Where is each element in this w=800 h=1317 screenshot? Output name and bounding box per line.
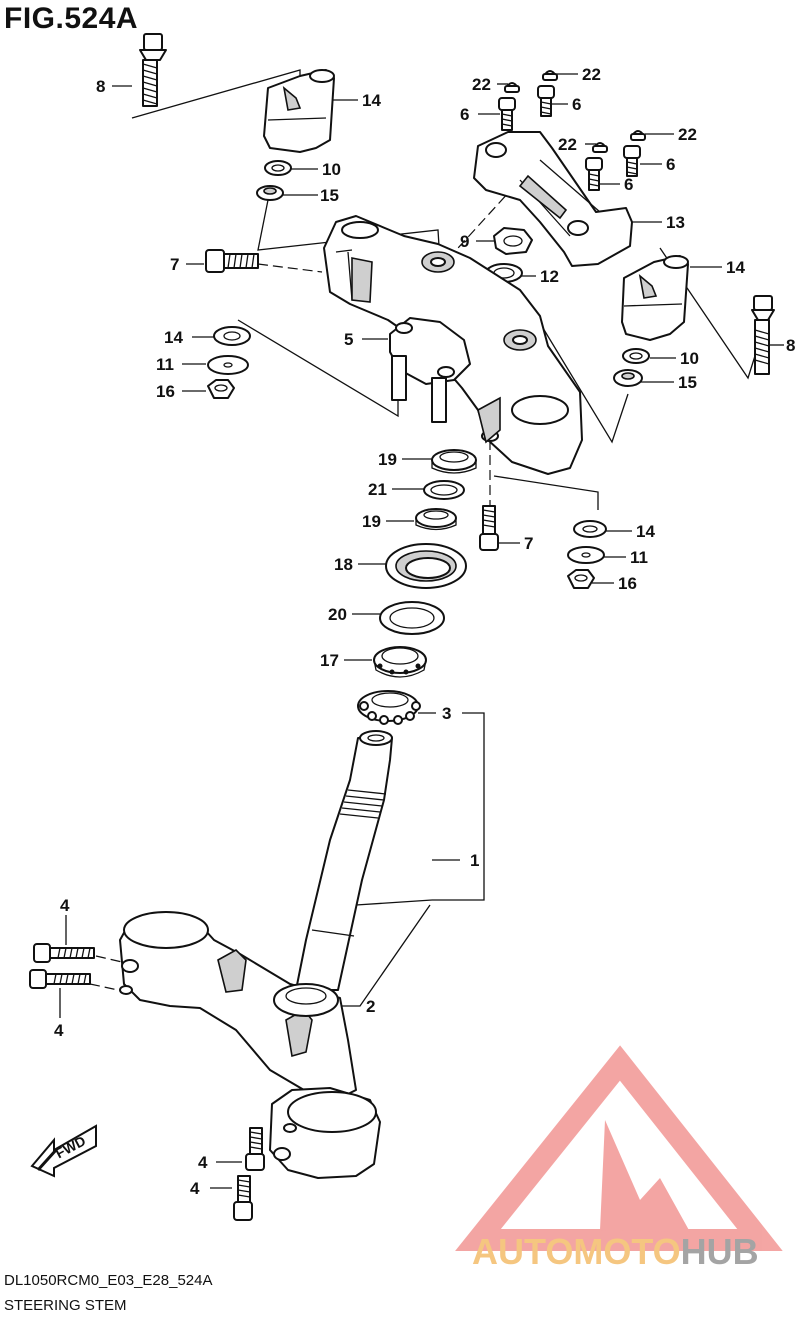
callout-15: 15 [320, 186, 339, 205]
part-4-bolt-c [245, 1127, 265, 1171]
svg-text:AUTOMOTOHUB: AUTOMOTOHUB [472, 1231, 759, 1272]
part-8-bolt-upper-left [139, 33, 167, 107]
part-18-dust-seal [385, 543, 467, 589]
callout-10: 10 [322, 160, 341, 179]
part-16-nut-left [207, 379, 235, 399]
figure-title: FIG.524A [4, 2, 139, 35]
part-22-cap-c [592, 142, 608, 153]
part-14-washer-left [213, 326, 251, 346]
part-21-lock-washer [423, 480, 465, 500]
part-10-washer-upper-left [264, 160, 292, 176]
part-4-bolt-b [29, 969, 91, 989]
part-17-bearing-upper [373, 646, 427, 678]
callout-11: 11 [156, 355, 174, 374]
callout-6: 6 [460, 105, 469, 124]
watermark-text-auto: AUTOMOTO [472, 1231, 681, 1272]
part-6-bolt-d [623, 145, 641, 177]
callout-4: 4 [190, 1179, 200, 1198]
callout-10: 10 [680, 349, 699, 368]
part-8-bolt-right [751, 295, 775, 375]
part-11-plate-left [207, 355, 249, 375]
callout-19: 19 [378, 450, 397, 469]
callout-8: 8 [786, 336, 795, 355]
part-20-bearing-race [379, 601, 445, 635]
callout-14: 14 [636, 522, 655, 541]
callout-3: 3 [442, 704, 451, 723]
callout-9: 9 [460, 232, 469, 251]
callout-22: 22 [582, 65, 601, 84]
part-6-bolt-a [498, 97, 516, 131]
part-14-washer-lower-right [573, 520, 607, 538]
callout-16: 16 [618, 574, 637, 593]
part-14-handlebar-holder-upper [263, 69, 335, 153]
part-6-bolt-c [585, 157, 603, 191]
figure-subtitle: STEERING STEM [4, 1297, 127, 1314]
part-6-bolt-b [537, 85, 555, 117]
callout-21: 21 [368, 480, 387, 499]
callout-20: 20 [328, 605, 347, 624]
part-22-cap-b [542, 70, 558, 81]
part-19-lock-nut-lower [415, 508, 457, 531]
part-13-handlebar-upper-clamp [473, 131, 633, 267]
part-14-handlebar-holder-right [621, 255, 689, 341]
callout-6: 6 [624, 175, 633, 194]
part-1-steering-stem-lower-bracket [119, 730, 393, 1179]
callout-14: 14 [362, 91, 381, 110]
part-7-pinch-bolt-upper [205, 249, 259, 273]
fwd-arrow-icon: FWD [30, 1124, 97, 1178]
callout-22: 22 [678, 125, 697, 144]
callout-19: 19 [362, 512, 381, 531]
part-3-bearing-lower [357, 690, 421, 725]
callout-22: 22 [558, 135, 577, 154]
callout-5: 5 [344, 330, 353, 349]
callout-4: 4 [60, 896, 70, 915]
callout-labels: 8 14 10 15 7 22 22 6 6 22 22 6 6 13 9 12… [54, 65, 795, 1198]
part-22-cap-d [630, 130, 646, 141]
callout-8: 8 [96, 77, 105, 96]
part-9-steering-stem-nut [493, 227, 533, 255]
callout-6: 6 [572, 95, 581, 114]
part-4-bolt-a [33, 943, 95, 963]
callout-7: 7 [524, 534, 533, 553]
callout-15: 15 [678, 373, 697, 392]
part-10-washer-right [622, 348, 650, 364]
part-19-lock-nut-upper [431, 449, 477, 474]
callout-14: 14 [164, 328, 183, 347]
callout-17: 17 [320, 651, 339, 670]
callout-2: 2 [366, 997, 375, 1016]
callout-18: 18 [334, 555, 353, 574]
callout-12: 12 [540, 267, 559, 286]
callout-7: 7 [170, 255, 179, 274]
callout-16: 16 [156, 382, 175, 401]
callout-22: 22 [472, 75, 491, 94]
part-5-upper-bracket [323, 215, 583, 475]
part-11-plate-lower-right [567, 546, 605, 564]
callout-4: 4 [54, 1021, 64, 1040]
callout-4: 4 [198, 1153, 208, 1172]
callout-6: 6 [666, 155, 675, 174]
figure-code: DL1050RCM0_E03_E28_524A [4, 1272, 213, 1289]
callout-14: 14 [726, 258, 745, 277]
callout-1: 1 [470, 851, 479, 870]
part-15-cushion-upper-left [256, 185, 284, 201]
watermark-text-hub: HUB [681, 1231, 759, 1272]
part-4-bolt-d [233, 1175, 253, 1221]
watermark-logo: AUTOMOTOHUB [455, 1045, 783, 1272]
part-7-pinch-bolt-lower [479, 505, 499, 551]
callout-11: 11 [630, 548, 648, 567]
part-16-nut-lower-right [567, 569, 595, 589]
part-15-cushion-right [613, 369, 643, 387]
part-22-cap-a [504, 82, 520, 93]
callout-13: 13 [666, 213, 685, 232]
